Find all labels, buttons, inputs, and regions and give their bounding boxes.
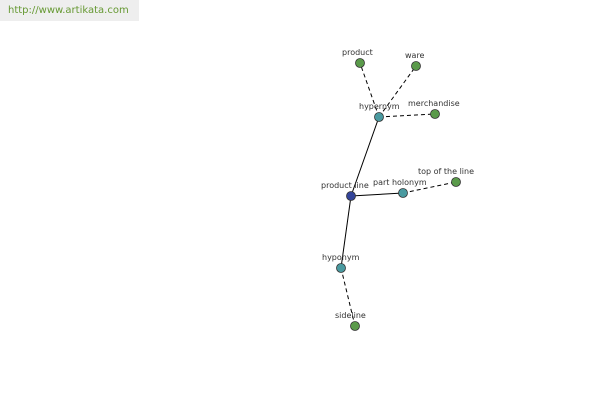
edge-hypernym-product <box>359 62 380 118</box>
label-ware: ware <box>405 51 425 60</box>
label-center: product line <box>321 181 369 190</box>
edge-hypernym-ware <box>378 65 417 118</box>
label-merchandise: merchandise <box>408 99 460 108</box>
node-top-of-the-line[interactable] <box>451 177 461 187</box>
label-hypernym: hypernym <box>359 102 400 111</box>
edge-center-hyponym <box>340 195 352 269</box>
label-hyponym: hyponym <box>322 253 360 262</box>
node-hypernym[interactable] <box>374 112 384 122</box>
node-product[interactable] <box>355 58 365 68</box>
label-top-of-the-line: top of the line <box>418 167 474 176</box>
node-hyponym[interactable] <box>336 263 346 273</box>
edge-part-holonym-top-of-the-line <box>402 181 457 194</box>
node-ware[interactable] <box>411 61 421 71</box>
label-sideline: sideline <box>335 311 366 320</box>
node-sideline[interactable] <box>350 321 360 331</box>
url-banner[interactable]: http://www.artikata.com <box>0 0 139 21</box>
label-part-holonym: part holonym <box>373 178 427 187</box>
edge-center-hypernym <box>350 116 380 197</box>
node-center[interactable] <box>346 191 356 201</box>
edge-hypernym-merchandise <box>378 113 436 118</box>
edge-hyponym-sideline <box>340 267 356 327</box>
edge-center-part-holonym <box>350 192 404 197</box>
node-part-holonym[interactable] <box>398 188 408 198</box>
node-merchandise[interactable] <box>430 109 440 119</box>
label-product: product <box>342 48 373 57</box>
